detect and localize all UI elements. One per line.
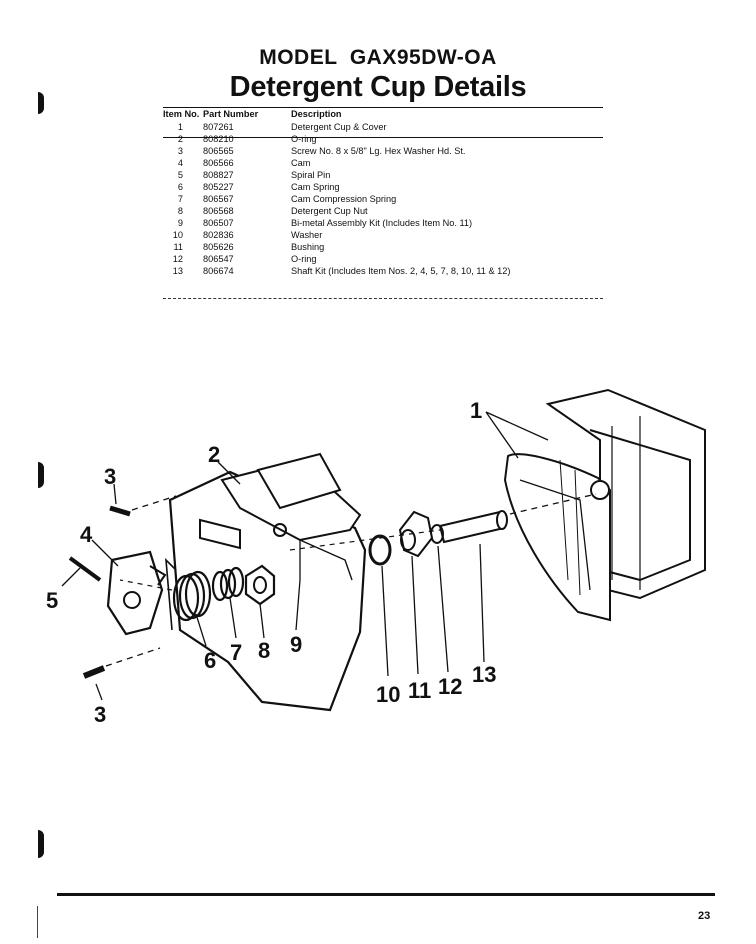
cell-item-no: 13 bbox=[172, 266, 183, 276]
part-10-washer bbox=[368, 534, 392, 566]
cell-item-no: 11 bbox=[173, 242, 183, 252]
table-header-rule bbox=[163, 137, 603, 138]
cell-part-number: 806567 bbox=[203, 194, 234, 204]
table-row: 4 806566 Cam bbox=[163, 157, 603, 169]
table-row: 6 805227 Cam Spring bbox=[163, 181, 603, 193]
part-3-screw-top bbox=[109, 495, 177, 517]
callout-13: 13 bbox=[472, 662, 496, 687]
table-row: 3 806565 Screw No. 8 x 5/8" Lg. Hex Washer… bbox=[163, 145, 603, 157]
cell-item-no: 9 bbox=[177, 218, 183, 228]
table-row: 13 806674 Shaft Kit (Includes Item Nos. 2,… bbox=[163, 265, 603, 277]
callout-6: 6 bbox=[204, 648, 216, 673]
exploded-view-diagram: 1 2 3 3 4 5 6 7 8 9 10 11 12 13 bbox=[46, 388, 706, 727]
part-7-compression-spring bbox=[211, 566, 245, 602]
model-title: MODEL GAX95DW-OA bbox=[259, 46, 497, 69]
callout-1: 1 bbox=[470, 398, 482, 423]
cell-part-number: 806547 bbox=[203, 254, 234, 264]
margin-tick bbox=[37, 906, 38, 938]
table-row: 2 808210 O-ring bbox=[163, 133, 603, 145]
page-number: 23 bbox=[698, 910, 711, 922]
callout-10: 10 bbox=[376, 682, 400, 707]
binding-mark-top bbox=[38, 92, 44, 114]
parts-table: Item No. Part Number Description 1 807261… bbox=[163, 109, 603, 277]
cell-part-number: 807261 bbox=[203, 122, 234, 132]
table-header-row: Item No. Part Number Description bbox=[163, 109, 603, 121]
table-row: 9 806507 Bi-metal Assembly Kit (Includes I… bbox=[163, 217, 603, 229]
callout-4: 4 bbox=[80, 522, 93, 547]
cell-item-no: 3 bbox=[177, 146, 183, 156]
callout-5: 5 bbox=[46, 588, 58, 613]
table-row: 1 807261 Detergent Cup & Cover bbox=[163, 121, 603, 133]
header-description: Description bbox=[291, 109, 342, 119]
cell-part-number: 806507 bbox=[203, 218, 234, 228]
cell-part-number: 806674 bbox=[203, 266, 234, 276]
table-row: 11 805626 Bushing bbox=[163, 241, 603, 253]
cell-part-number: 802836 bbox=[203, 230, 234, 240]
callout-12: 12 bbox=[438, 674, 462, 699]
callout-8: 8 bbox=[258, 638, 270, 663]
cell-item-no: 4 bbox=[177, 158, 183, 168]
header-part-number: Part Number bbox=[203, 109, 259, 119]
cell-item-no: 10 bbox=[172, 230, 183, 240]
cell-item-no: 8 bbox=[177, 206, 183, 216]
cell-description: Detergent Cup Nut bbox=[291, 206, 368, 216]
cell-item-no: 1 bbox=[177, 122, 183, 132]
callout-9: 9 bbox=[290, 632, 302, 657]
cell-description: O-ring bbox=[291, 254, 317, 264]
cell-item-no: 12 bbox=[172, 254, 183, 264]
table-row: 7 806567 Cam Compression Spring bbox=[163, 193, 603, 205]
part-5-spiral-pin bbox=[68, 556, 102, 582]
cell-description: O-ring bbox=[291, 134, 317, 144]
cell-part-number: 808827 bbox=[203, 170, 234, 180]
cell-item-no: 7 bbox=[177, 194, 183, 204]
part-3-screw-bottom bbox=[82, 647, 161, 679]
cell-part-number: 806566 bbox=[203, 158, 234, 168]
callout-11: 11 bbox=[408, 678, 431, 703]
part-11-bushing bbox=[398, 510, 434, 558]
cell-description: Shaft Kit (Includes Item Nos. 2, 4, 5, 7… bbox=[291, 266, 511, 276]
cell-description: Detergent Cup & Cover bbox=[291, 122, 387, 132]
header-item-no: Item No. bbox=[163, 109, 200, 119]
assembly-axis-line bbox=[119, 579, 173, 591]
table-row: 8 806568 Detergent Cup Nut bbox=[163, 205, 603, 217]
cell-part-number: 806565 bbox=[203, 146, 234, 156]
cell-part-number: 808210 bbox=[203, 134, 234, 144]
cell-description: Bi-metal Assembly Kit (Includes Item No.… bbox=[291, 218, 473, 228]
footer-rule bbox=[57, 893, 715, 896]
cell-description: Washer bbox=[291, 230, 323, 240]
table-top-rule bbox=[163, 107, 603, 108]
cell-description: Spiral Pin bbox=[291, 170, 331, 180]
cell-description: Bushing bbox=[291, 242, 325, 252]
table-row: 5 808827 Spiral Pin bbox=[163, 169, 603, 181]
callout-labels: 1 2 3 3 4 5 6 7 8 9 10 11 12 13 bbox=[46, 398, 496, 727]
cell-description: Cam Spring bbox=[291, 182, 340, 192]
binding-mark-middle bbox=[38, 462, 44, 488]
page-title: Detergent Cup Details bbox=[229, 71, 527, 103]
callout-3-bottom: 3 bbox=[94, 702, 106, 727]
part-8-detergent-cup-nut bbox=[244, 564, 276, 606]
cell-part-number: 806568 bbox=[203, 206, 234, 216]
part-4-cam bbox=[106, 550, 167, 636]
cell-item-no: 6 bbox=[177, 182, 183, 192]
binding-mark-bottom bbox=[38, 830, 44, 858]
callout-3-top: 3 bbox=[104, 464, 116, 489]
cell-part-number: 805626 bbox=[203, 242, 234, 252]
table-bottom-rule bbox=[163, 298, 603, 299]
callout-leaders bbox=[61, 411, 549, 701]
callout-7: 7 bbox=[230, 640, 242, 665]
cell-item-no: 5 bbox=[177, 170, 183, 180]
cell-description: Cam Compression Spring bbox=[291, 194, 397, 204]
part-1-cup-and-cover bbox=[503, 388, 706, 622]
callout-2: 2 bbox=[208, 442, 220, 467]
cell-description: Screw No. 8 x 5/8" Lg. Hex Washer Hd. St… bbox=[291, 146, 466, 156]
cell-item-no: 2 bbox=[177, 134, 183, 144]
table-row: 10 802836 Washer bbox=[163, 229, 603, 241]
cell-description: Cam bbox=[291, 158, 311, 168]
part-6-cam-spring bbox=[165, 557, 212, 631]
cell-part-number: 805227 bbox=[203, 182, 234, 192]
table-row: 12 806547 O-ring bbox=[163, 253, 603, 265]
